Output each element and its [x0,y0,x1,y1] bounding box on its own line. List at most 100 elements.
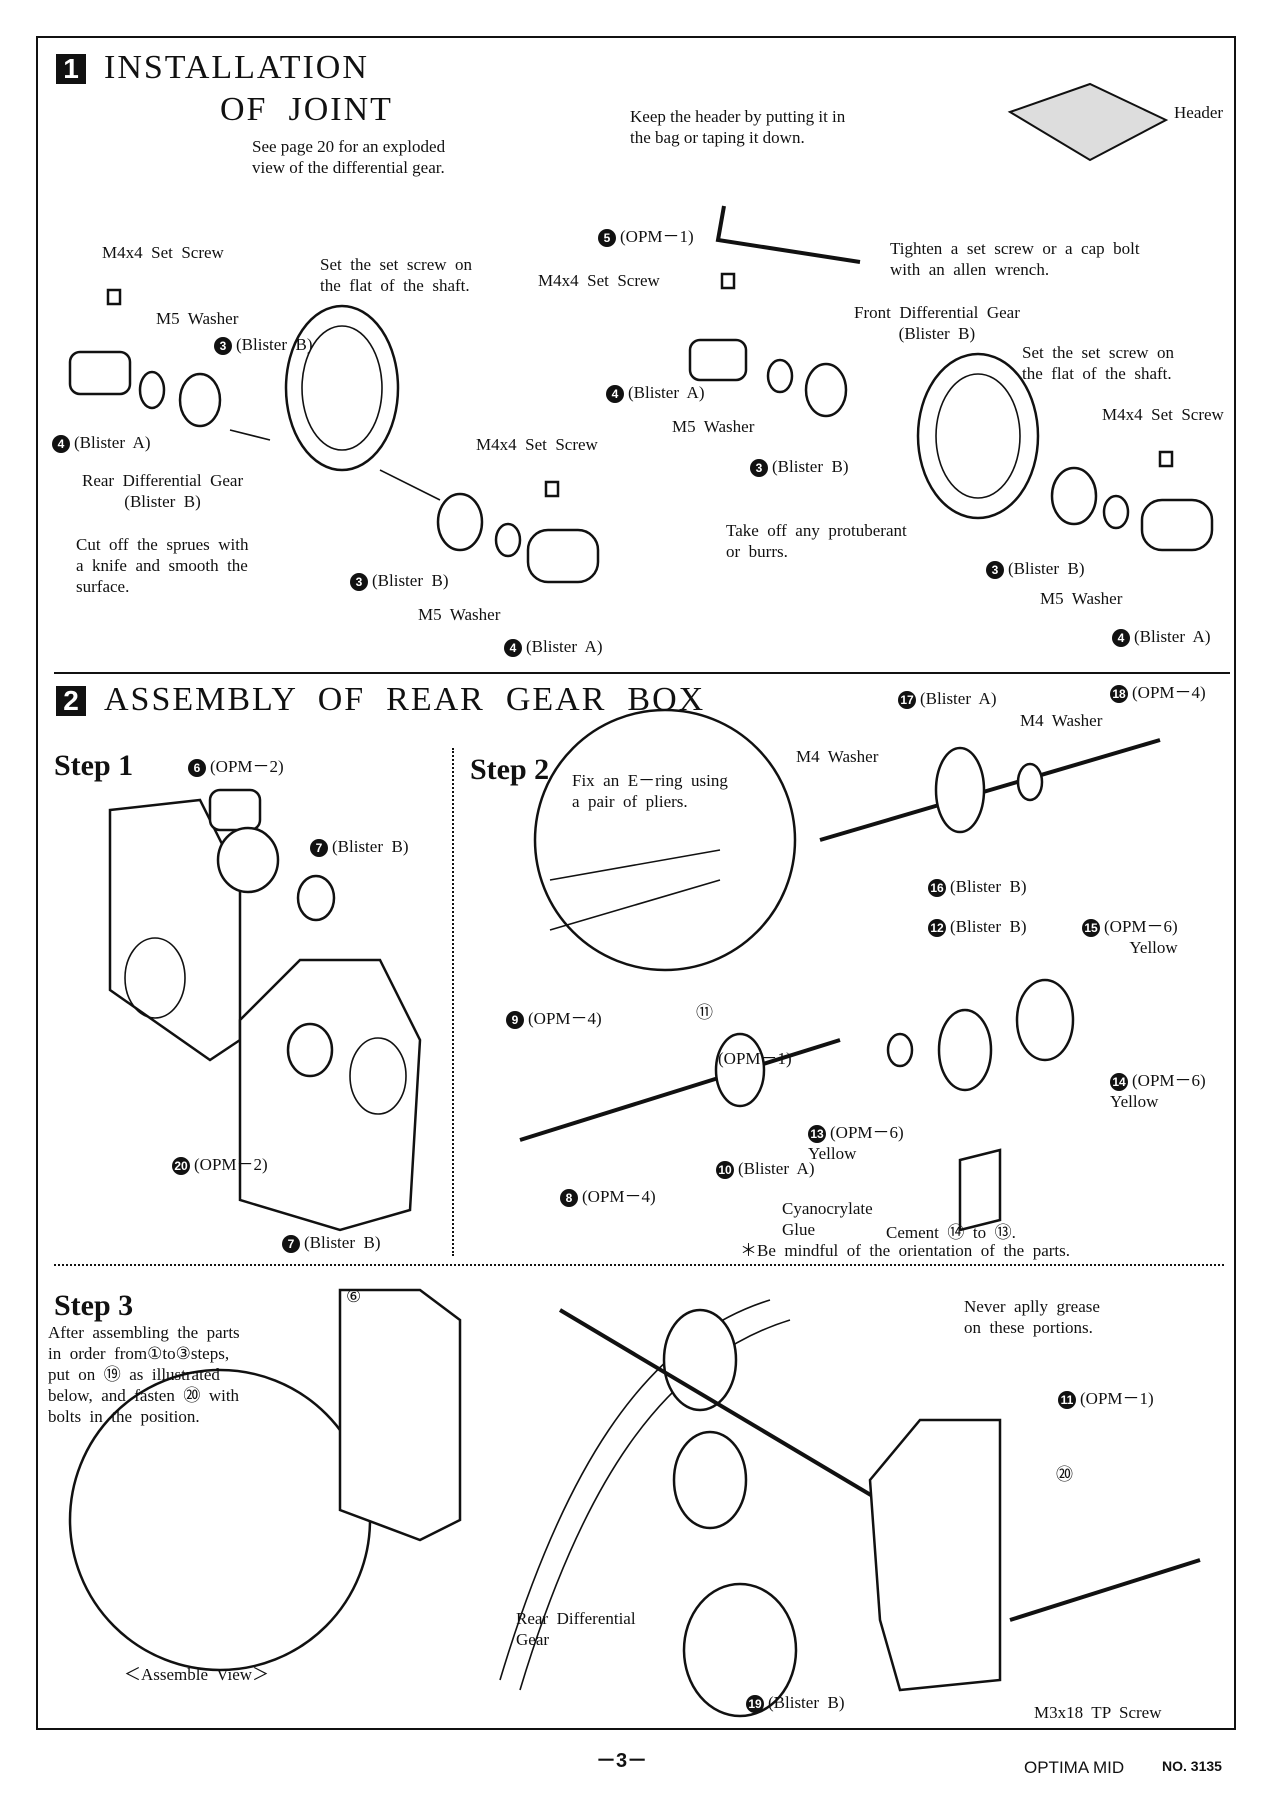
section1-title-line1: INSTALLATION [104,49,369,86]
step3-part11: 11(OPM－1) [1058,1388,1154,1410]
left-washer-label: M5 Washer [156,309,239,328]
manual-number: NO. 3135 [1162,1758,1222,1774]
left-joint2-text: (Blister A) [526,637,603,656]
step3-part11-text: (OPM－1) [1080,1389,1154,1408]
step1-part20-text: (OPM－2) [194,1155,268,1174]
cement-note: Cement ⑭ to ⑬. [886,1223,1016,1242]
step2-part9-text: (OPM－4) [528,1009,602,1028]
left-bearing-label: 3(Blister B) [214,334,313,356]
glue-label: Cyanocrylate Glue [782,1199,873,1239]
sprue-note: Cut off the sprues with a knife and smoo… [76,535,249,596]
step1-part6-text: (OPM－2) [210,757,284,776]
tp-screw-label: M3x18 TP Screw [1034,1703,1162,1722]
section2-badge: 2 [56,686,86,716]
front-diff-label: Front Differential Gear (Blister B) [854,303,1020,343]
right-joint-drawing [688,205,1214,552]
header-bag-drawing [1007,82,1169,162]
step3-instruction: After assembling the parts in order from… [48,1323,240,1426]
step2-part13: 13(OPM－6) Yellow [808,1123,904,1164]
right-bearing-label: 3(Blister B) [750,456,849,478]
step1-part20: 20(OPM－2) [172,1154,268,1176]
right-set-screw2-label: M4x4 Set Screw [1102,405,1224,424]
right-bearing2-label: 3(Blister B) [986,558,1085,580]
step3-label: Step 3 [54,1289,134,1322]
step2-part15: 15(OPM－6) Yellow [1082,916,1178,958]
step3-part19: 19(Blister B) [746,1692,845,1714]
right-set-screw-label: M4x4 Set Screw [538,271,660,290]
left-bearing2-label: 3(Blister B) [350,570,449,592]
left-bearing-text: (Blister B) [236,335,313,354]
step2-part8: 8(OPM－4) [560,1186,656,1208]
step1-gearbox-drawing [108,788,422,1232]
step2-washer-b: M4 Washer [796,747,879,766]
left-joint-label: 4(Blister A) [52,432,151,454]
never-grease-note: Never aplly grease on these portions. [964,1297,1100,1337]
right-joint2-text: (Blister A) [1134,627,1211,646]
step3-drawing [68,1288,1201,1718]
step1-part7-text: (Blister B) [332,837,409,856]
right-joint2-label: 4(Blister A) [1112,626,1211,648]
step2-part17-text: (Blister A) [920,689,997,708]
note-keep-header: Keep the header by putting it in the bag… [630,107,846,147]
tighten-note: Tighten a set screw or a cap bolt with a… [890,239,1140,279]
step2-part18-text: (OPM－4) [1132,683,1206,702]
step2-part10-text: (Blister A) [738,1159,815,1178]
rear-diff-label: Rear Differential Gear (Blister B) [82,471,244,511]
step2-label: Step 2 [470,753,550,786]
right-bearing2-text: (Blister B) [1008,559,1085,578]
left-joint-text: (Blister A) [74,433,151,452]
step2-washer-a: M4 Washer [1020,711,1103,730]
section1-badge: 1 [56,54,86,84]
left-bearing2-text: (Blister B) [372,571,449,590]
right-joint-text: (Blister A) [628,383,705,402]
left-joint2-label: 4(Blister A) [504,636,603,658]
e-ring-note: Fix an E－ring using a pair of pliers. [572,771,728,811]
wrench-label: 5(OPM－1) [598,226,694,248]
step2-part12-text: (Blister B) [950,917,1027,936]
burr-note: Take off any protuberant or burrs. [726,521,907,561]
model-name: OPTIMA MID [1024,1758,1125,1777]
section-divider [54,672,1230,674]
step2-part18: 18(OPM－4) [1110,682,1206,704]
step2-part11: ⑪ [696,1003,713,1022]
step3-part19-text: (Blister B) [768,1693,845,1712]
page-frame [36,36,1236,1730]
step2-part8-text: (OPM－4) [582,1187,656,1206]
page-number: －3－ [596,1750,648,1772]
right-bearing-text: (Blister B) [772,457,849,476]
right-set-screw-note: Set the set screw on the flat of the sha… [1022,343,1175,383]
right-joint-label: 4(Blister A) [606,382,705,404]
orientation-note: ＊Be mindful of the orientation of the pa… [740,1241,1071,1260]
step1-part7: 7(Blister B) [310,836,409,858]
left-washer2-label: M5 Washer [418,605,501,624]
step3-part6: ⑥ [346,1287,362,1306]
step2-part13-text: (OPM－6) Yellow [808,1123,904,1164]
left-set-screw-label: M4x4 Set Screw [102,243,224,262]
section1-title-line2: OF JOINT [220,91,393,128]
right-washer2-label: M5 Washer [1040,589,1123,608]
step1-label: Step 1 [54,749,134,782]
step2-part14: 14(OPM－6) Yellow [1110,1071,1206,1112]
step2-part17: 17(Blister A) [898,688,997,710]
step3-diff-label: Rear Differential Gear [516,1609,636,1649]
wrench-text: (OPM－1) [620,227,694,246]
step1-part7b-text: (Blister B) [304,1233,381,1252]
section2-title: ASSEMBLY OF REAR GEAR BOX [104,681,706,718]
left-set-screw-note: Set the set screw on the flat of the sha… [320,255,473,295]
step2-part12: 12(Blister B) [928,916,1027,938]
step2-part16-text: (Blister B) [950,877,1027,896]
step2-drawing [519,708,1161,1232]
step3-divider [54,1264,1224,1266]
step1-part6: 6(OPM－2) [188,756,284,778]
right-washer-label: M5 Washer [672,417,755,436]
left-set-screw2-label: M4x4 Set Screw [476,435,598,454]
step2-part9: 9(OPM－4) [506,1008,602,1030]
step2-part14-text: (OPM－6) Yellow [1110,1071,1206,1112]
step2-opm1: (OPM－1) [718,1049,792,1068]
assemble-view-label: ＜Assemble View＞ [124,1665,270,1684]
step2-part16: 16(Blister B) [928,876,1027,898]
step-divider [452,748,454,1256]
step1-part7b: 7(Blister B) [282,1232,381,1254]
step2-part15-text: (OPM－6) Yellow [1104,917,1178,958]
